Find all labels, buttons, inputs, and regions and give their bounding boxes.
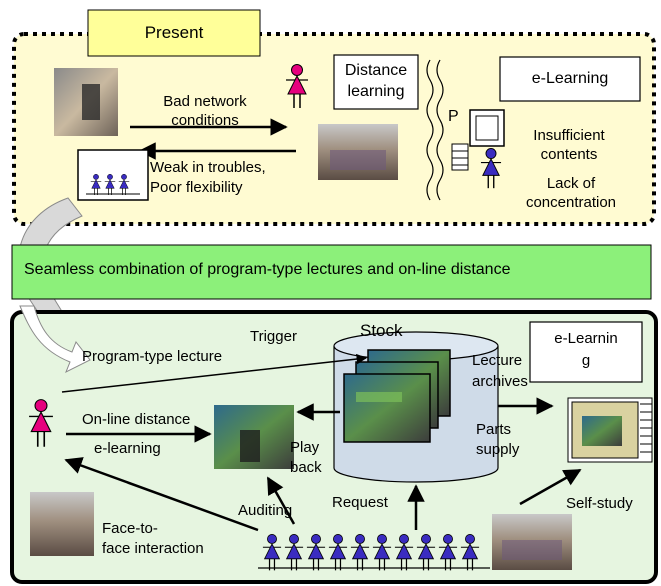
bad-network-label: Bad network conditions	[163, 93, 247, 129]
trigger-label: Trigger	[250, 328, 297, 345]
present-label: Present	[144, 23, 204, 42]
play-back-label: Play back	[290, 439, 322, 476]
curved-arrow-tail	[19, 305, 91, 374]
self-study-document	[567, 397, 653, 463]
auditing-arrow	[266, 476, 296, 525]
audience-box-icon	[77, 149, 149, 201]
audience-row	[258, 534, 490, 571]
distance-learning-label: Distance learning	[344, 62, 408, 100]
face-to-face-arrow	[64, 457, 259, 532]
stock-label: Stock	[360, 321, 403, 340]
elearning-box-bottom	[529, 321, 643, 383]
self-study-arrow	[519, 468, 582, 506]
wavy-divider	[426, 59, 444, 201]
request-label: Request	[332, 494, 388, 511]
banner	[11, 244, 652, 300]
lecturer-photo	[54, 68, 118, 136]
face-to-face-label: Face-to- face interaction	[102, 520, 204, 557]
parts-supply-label: Parts supply	[476, 421, 520, 458]
self-study-classroom-photo	[492, 514, 572, 570]
p-label: P	[448, 108, 459, 125]
lack-of-label: Lack of concentration	[525, 175, 617, 211]
banner-text: Seamless combination of program-type lec…	[24, 261, 511, 278]
insufficient-label: Insufficient contents	[533, 127, 605, 163]
program-type-lecture-label: Program-type lecture	[82, 348, 223, 365]
weak-troubles-label: Weak in troubles, Poor flexibility	[150, 159, 266, 196]
classroom-photo-top	[318, 124, 398, 180]
online-video-photo	[214, 405, 294, 469]
auditing-label: Auditing	[238, 502, 293, 519]
elearning-box-top	[499, 56, 641, 102]
program-lecture-arrow	[61, 353, 368, 393]
face-to-face-photo	[30, 492, 94, 556]
stock-screens	[343, 349, 451, 443]
computer-icon	[451, 109, 505, 171]
distance-learning-box	[333, 54, 419, 110]
present-tab	[87, 9, 261, 57]
elearning-bottom-label: e-Learnin g	[554, 330, 618, 369]
self-study-label: Self-study	[566, 495, 633, 512]
elearning-top-label: e-Learning	[531, 70, 609, 87]
lecture-archives-label: Lecture archives	[472, 352, 528, 390]
online-distance-label-2: e-learning	[94, 440, 161, 457]
online-distance-label-1: On-line distance	[82, 411, 191, 428]
